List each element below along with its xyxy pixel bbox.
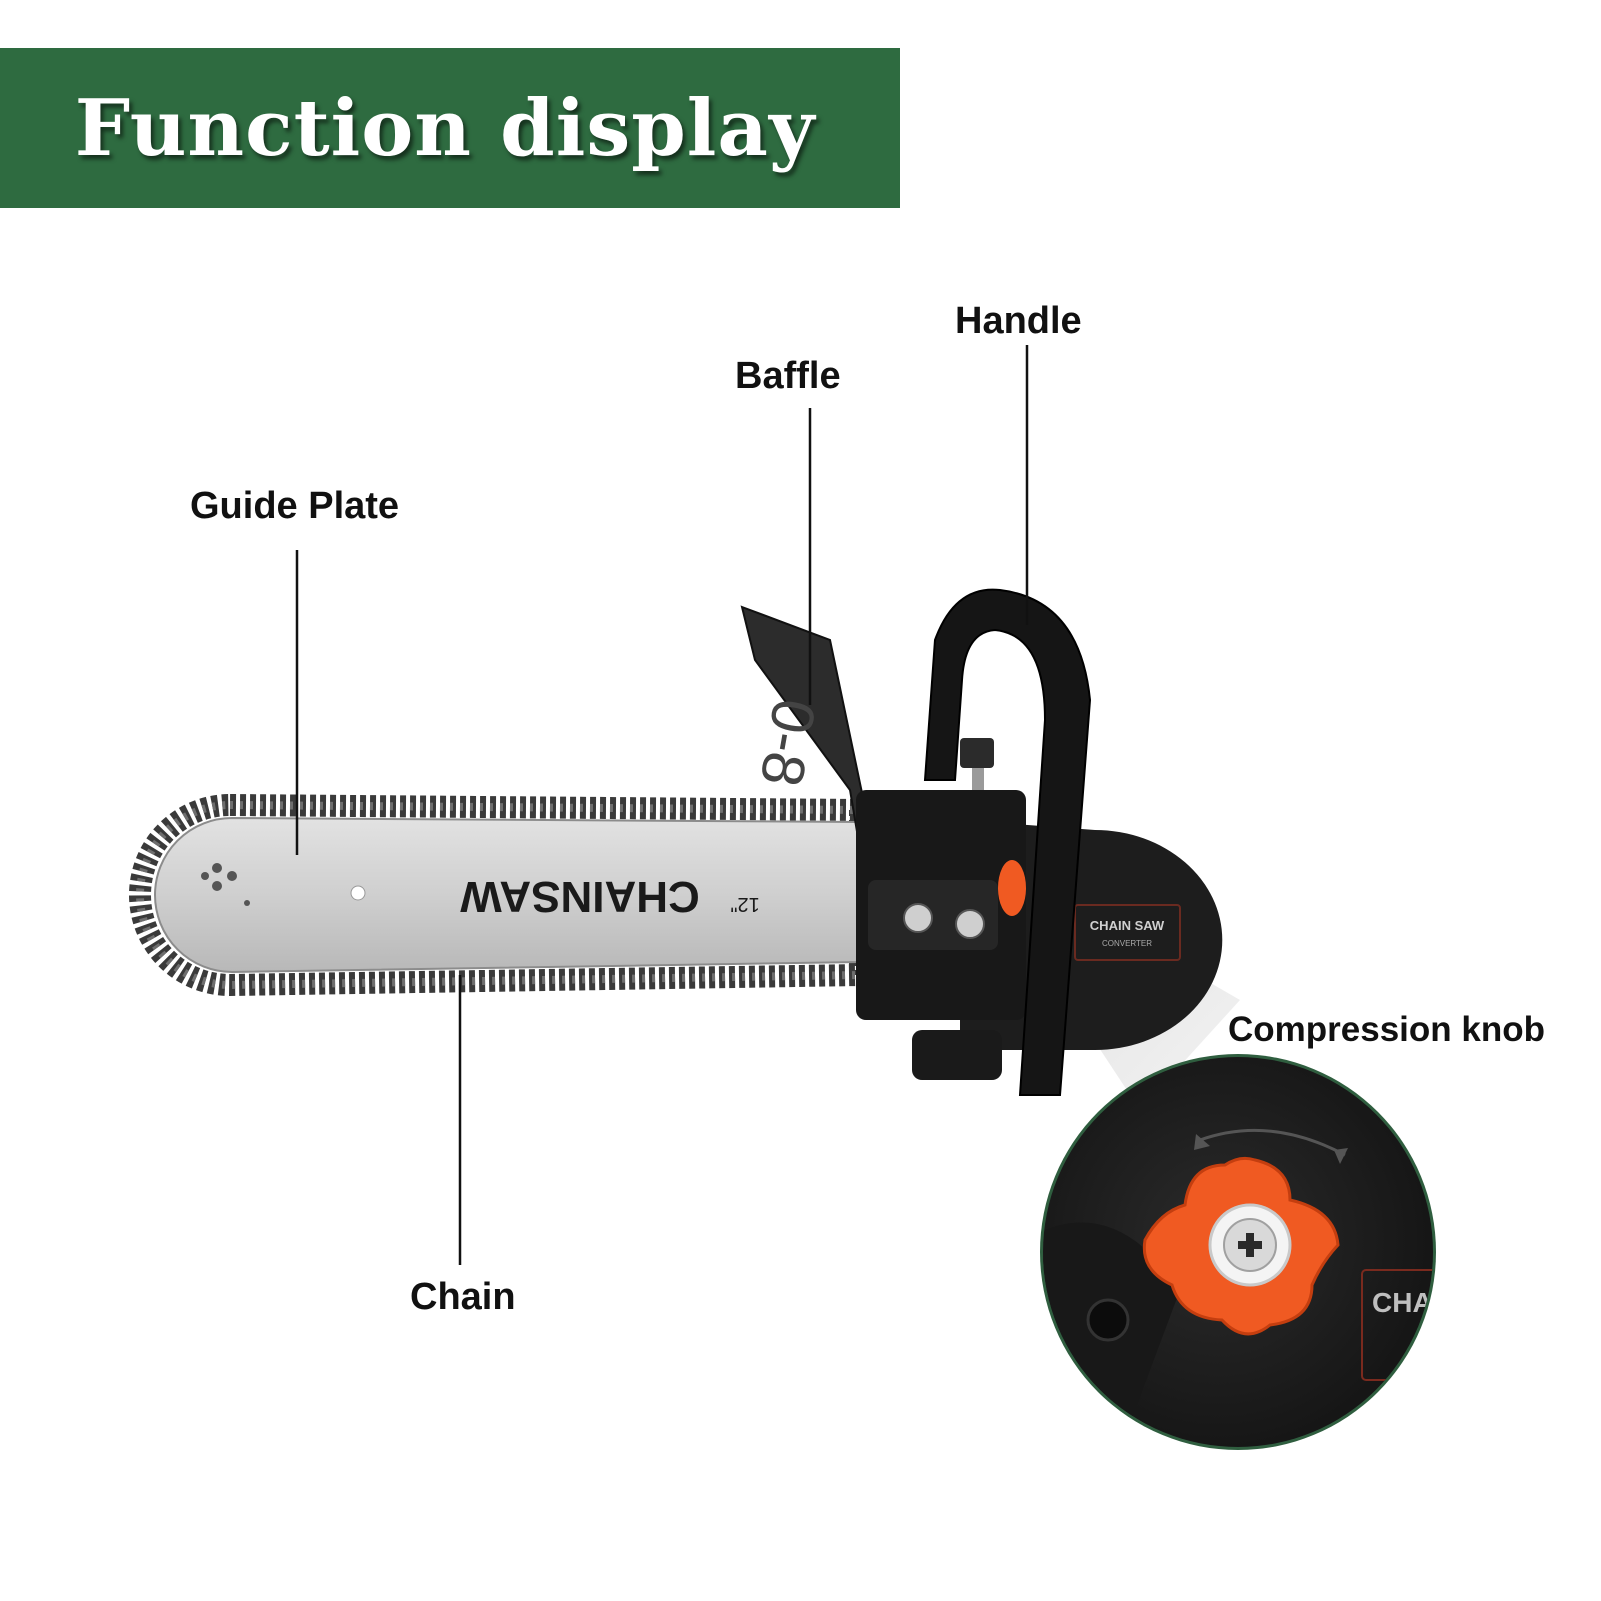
bar-brand-text: CHAINSAW: [460, 872, 700, 921]
svg-text:0-8: 0-8: [747, 694, 828, 791]
chain-label: Chain: [410, 1276, 516, 1318]
guide-plate-label: Guide Plate: [190, 485, 400, 527]
handle: [923, 588, 1092, 1096]
baffle-label: Baffle: [735, 355, 841, 397]
page-title: Function display: [74, 82, 816, 174]
guide-plate: CHAINSAW 12": [129, 793, 871, 997]
compression-knob-label: Compression knob: [1228, 1010, 1545, 1049]
zoom-badge-text: CHA: [1372, 1287, 1433, 1318]
converter-badge-sub: CONVERTER: [1102, 939, 1152, 948]
bar-size-text: 12": [730, 893, 759, 915]
converter-body: CHAIN SAW CONVERTER: [856, 790, 1223, 1080]
title-banner: Function display: [0, 48, 900, 208]
converter-badge-title: CHAIN SAW: [1090, 918, 1165, 933]
knob-small: [998, 860, 1026, 916]
zoom-circle: CHA: [1040, 1054, 1436, 1450]
handle-label: Handle: [955, 300, 1082, 342]
